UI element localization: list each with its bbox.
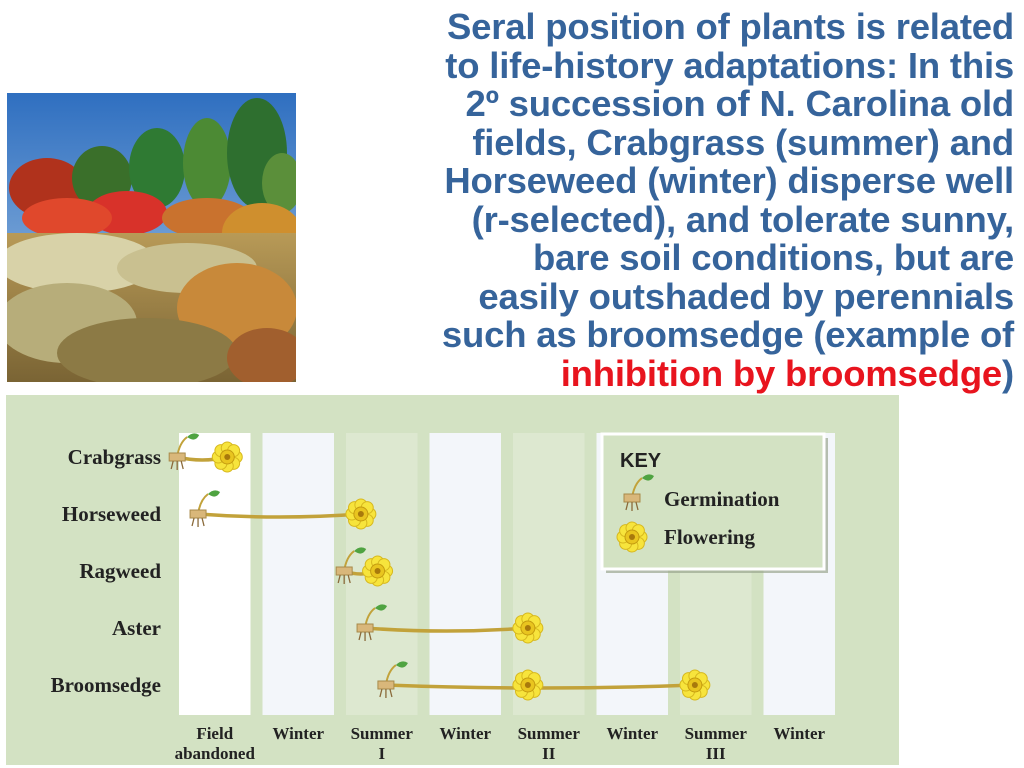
period-sublabel: I <box>378 744 385 763</box>
species-label: Broomsedge <box>51 673 161 697</box>
period-sublabel: II <box>542 744 556 763</box>
period-label: Winter <box>439 724 491 743</box>
period-column <box>429 433 501 715</box>
species-row: Broomsedge <box>51 661 711 701</box>
flowering-icon <box>616 521 648 553</box>
life-span-line <box>364 626 529 633</box>
key-germination-label: Germination <box>664 487 780 511</box>
title-line: bare soil conditions, but are <box>533 237 1014 278</box>
flowering-icon <box>679 669 711 701</box>
period-column <box>513 433 585 715</box>
germination-icon <box>168 433 200 470</box>
germination-icon <box>623 474 654 511</box>
period-column <box>179 433 251 715</box>
flowering-icon <box>211 441 243 473</box>
period-label: Summer <box>351 724 414 743</box>
species-row: Horseweed <box>62 490 377 530</box>
succession-timeline-diagram: CrabgrassHorseweedRagweedAsterBroomsedge… <box>6 395 899 765</box>
title-line: (r-selected), and tolerate sunny, <box>471 198 1015 240</box>
title-line: such as broomsedge (example of <box>441 314 1014 355</box>
title-highlight: inhibition by broomsedge <box>560 352 1003 394</box>
old-field-photo <box>7 93 296 382</box>
flowering-icon <box>512 612 544 644</box>
key-flowering-label: Flowering <box>664 525 755 549</box>
germination-icon <box>356 604 388 641</box>
germination-icon <box>623 474 654 511</box>
title-closing: ) <box>1002 352 1014 394</box>
key-title: KEY <box>620 450 662 472</box>
period-sublabel: III <box>706 744 726 763</box>
species-row: Aster <box>112 604 544 644</box>
flowering-icon <box>345 498 377 530</box>
title-line: to life-history adaptations: In this <box>445 44 1014 86</box>
title-line: fields, Crabgrass (summer) and <box>472 121 1014 163</box>
period-label: Field <box>196 724 233 743</box>
title-line: easily outshaded by perennials <box>478 275 1014 317</box>
species-row: Crabgrass <box>68 433 243 473</box>
period-column <box>262 433 334 715</box>
title-line: Seral position of plants is related <box>447 6 1014 47</box>
period-label: Winter <box>773 724 825 743</box>
flowering-icon <box>616 521 648 553</box>
flowering-icon <box>362 555 394 587</box>
species-label: Ragweed <box>79 559 161 583</box>
period-sublabel: abandoned <box>175 744 256 763</box>
flowering-icon <box>512 669 544 701</box>
period-label: Winter <box>606 724 658 743</box>
species-label: Crabgrass <box>68 445 161 469</box>
title-line: 2º succession of N. Carolina old <box>465 83 1015 124</box>
species-row: Ragweed <box>79 547 394 587</box>
period-label: Winter <box>272 724 324 743</box>
key-box: KEY Germination Flowering <box>600 432 828 573</box>
germination-icon <box>335 547 367 584</box>
life-span-line <box>197 512 362 519</box>
germination-icon <box>189 490 221 527</box>
title-line: Horseweed (winter) disperse well <box>444 160 1014 201</box>
species-label: Horseweed <box>62 502 161 526</box>
species-label: Aster <box>112 616 161 640</box>
period-label: Summer <box>518 724 581 743</box>
period-label: Summer <box>685 724 748 743</box>
germination-icon <box>377 661 408 698</box>
